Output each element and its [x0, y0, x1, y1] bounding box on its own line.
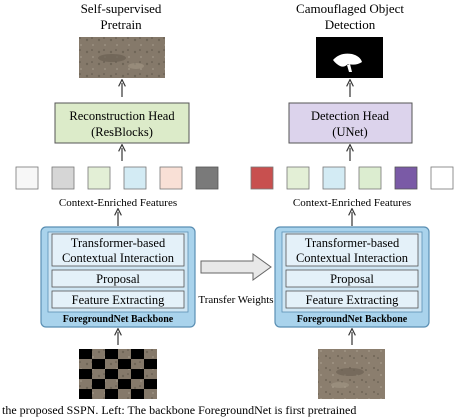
- right-transformer-sublabel: Contextual Interaction: [296, 251, 409, 265]
- feature-token: [286, 166, 310, 190]
- left-features-label: Context-Enriched Features: [59, 197, 177, 209]
- input-image: [318, 349, 385, 399]
- left-backbone-label: ForegroundNet Backbone: [63, 314, 174, 325]
- right-feature-extracting-label: Feature Extracting: [306, 293, 399, 307]
- left-feature-extracting-module: [51, 290, 185, 309]
- reconstruction-head-label: Reconstruction Head: [69, 109, 175, 123]
- transfer-weights-arrow: [200, 253, 272, 281]
- right-proposal-label: Proposal: [330, 272, 374, 286]
- feature-token: [358, 166, 382, 190]
- left-transformer-sublabel: Contextual Interaction: [62, 251, 175, 265]
- left-title-line2: Pretrain: [100, 17, 142, 32]
- reconstructed-image: [79, 37, 165, 78]
- right-proposal-module: [285, 269, 419, 288]
- feature-token: [51, 166, 75, 190]
- detection-mask-image: [316, 37, 383, 78]
- feature-token: [87, 166, 111, 190]
- left-proposal-label: Proposal: [96, 272, 140, 286]
- detection-head-sublabel: (UNet): [332, 125, 367, 139]
- figure-caption: the proposed SSPN. Left: The backbone Fo…: [2, 403, 356, 417]
- left-title-line1: Self-supervised: [81, 1, 162, 16]
- feature-token: [430, 166, 454, 190]
- left-title: Self-supervised Pretrain: [81, 1, 162, 32]
- left-backbone: Transformer-based Contextual Interaction…: [40, 226, 196, 328]
- reconstruction-head-sublabel: (ResBlocks): [91, 125, 153, 139]
- right-backbone: Transformer-based Contextual Interaction…: [274, 226, 430, 328]
- right-backbone-label: ForegroundNet Backbone: [297, 314, 408, 325]
- feature-token: [322, 166, 346, 190]
- right-title: Camouflaged Object Detection: [296, 1, 404, 32]
- reconstruction-head: Reconstruction Head (ResBlocks): [54, 102, 190, 144]
- feature-token: [15, 166, 39, 190]
- right-transformer-label: Transformer-based: [305, 236, 400, 250]
- feature-token: [123, 166, 147, 190]
- right-title-line1: Camouflaged Object: [296, 1, 404, 16]
- detection-head: Detection Head (UNet): [288, 102, 413, 144]
- left-transformer-label: Transformer-based: [71, 236, 166, 250]
- feature-token: [394, 166, 418, 190]
- left-proposal-module: [51, 269, 185, 288]
- masked-input-image: [79, 349, 157, 399]
- right-feature-tokens: [250, 166, 454, 190]
- detection-head-box: [288, 102, 413, 144]
- right-feature-extracting-module: [285, 290, 419, 309]
- reconstruction-head-box: [54, 102, 190, 144]
- detection-head-label: Detection Head: [311, 109, 390, 123]
- right-transformer-module: [285, 233, 419, 267]
- feature-token: [250, 166, 274, 190]
- feature-token: [159, 166, 183, 190]
- left-feature-extracting-label: Feature Extracting: [72, 293, 165, 307]
- left-transformer-module: [51, 233, 185, 267]
- left-feature-tokens: [15, 166, 219, 190]
- feature-token: [195, 166, 219, 190]
- transfer-weights-label: Transfer Weights: [198, 294, 273, 306]
- right-features-label: Context-Enriched Features: [293, 197, 411, 209]
- right-title-line2: Detection: [325, 17, 376, 32]
